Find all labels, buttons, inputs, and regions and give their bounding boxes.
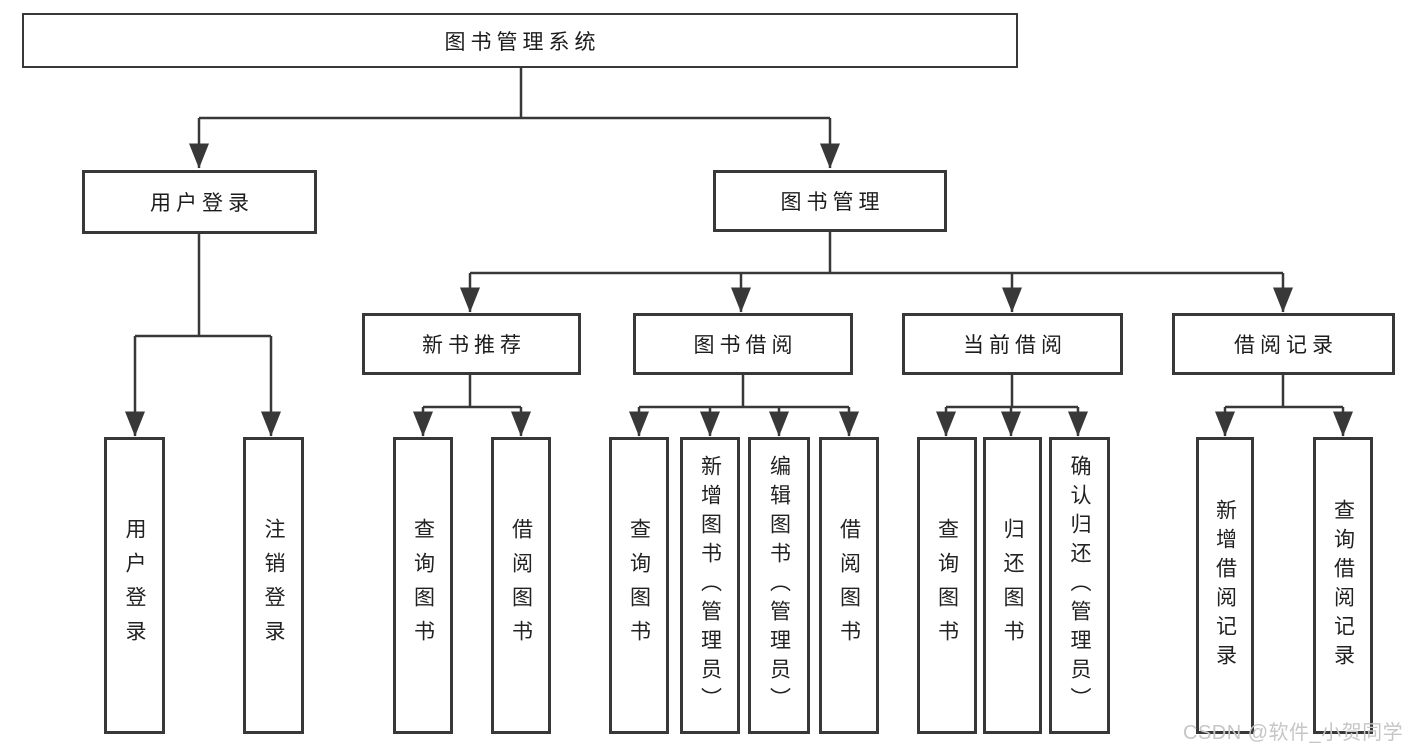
node-borrow-records: 借阅记录: [1172, 313, 1395, 375]
branch-new-book: [423, 374, 521, 409]
node-current-borrow: 当前借阅: [902, 313, 1123, 375]
branch-book-borrow: [639, 374, 849, 409]
branch-user-login: [135, 233, 271, 338]
node-new-book-recommend: 新书推荐: [362, 313, 581, 375]
watermark: CSDN @软件_小贺同学: [1183, 722, 1404, 744]
leaf-query-borrow-record: 查询借阅记录: [1313, 437, 1373, 734]
branch-root: [199, 68, 830, 120]
leaf-query-books-current: 查询图书: [917, 437, 977, 734]
node-root: 图书管理系统: [22, 13, 1018, 68]
leaf-borrow-books-recommend: 借阅图书: [491, 437, 551, 734]
leaf-logout: 注销登录: [243, 437, 304, 734]
branch-book-management: [470, 231, 1283, 275]
leaf-return-books: 归还图书: [983, 437, 1042, 734]
leaf-add-books-admin: 新增图书（管理员）: [680, 437, 740, 734]
leaf-add-borrow-record: 新增借阅记录: [1196, 437, 1254, 734]
leaf-user-login: 用户登录: [104, 437, 165, 734]
leaf-query-books-borrow: 查询图书: [609, 437, 669, 734]
node-book-borrow: 图书借阅: [633, 313, 853, 375]
branch-current-borrow: [946, 374, 1078, 409]
leaf-borrow-books: 借阅图书: [819, 437, 879, 734]
leaf-edit-books-admin: 编辑图书（管理员）: [748, 437, 810, 734]
branch-borrow-records: [1225, 374, 1343, 409]
leaf-confirm-return-admin: 确认归还（管理员）: [1049, 437, 1110, 734]
node-user-login: 用户登录: [82, 170, 317, 234]
leaf-query-books-recommend: 查询图书: [393, 437, 453, 734]
node-book-management: 图书管理: [713, 170, 947, 232]
